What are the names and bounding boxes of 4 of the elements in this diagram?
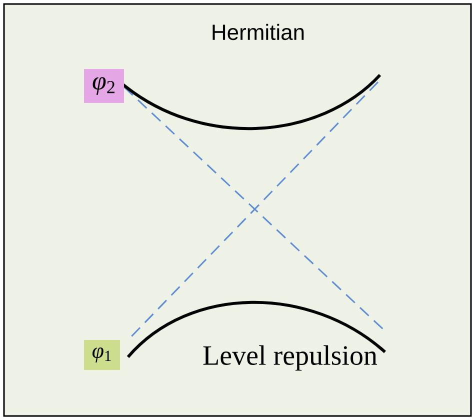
caption-text: Level repulsion xyxy=(203,345,378,371)
title: Hermitian xyxy=(212,24,304,40)
state-label: φ$_{1}$ xyxy=(84,340,120,370)
state-label: φ$_{2}$ xyxy=(84,69,124,103)
